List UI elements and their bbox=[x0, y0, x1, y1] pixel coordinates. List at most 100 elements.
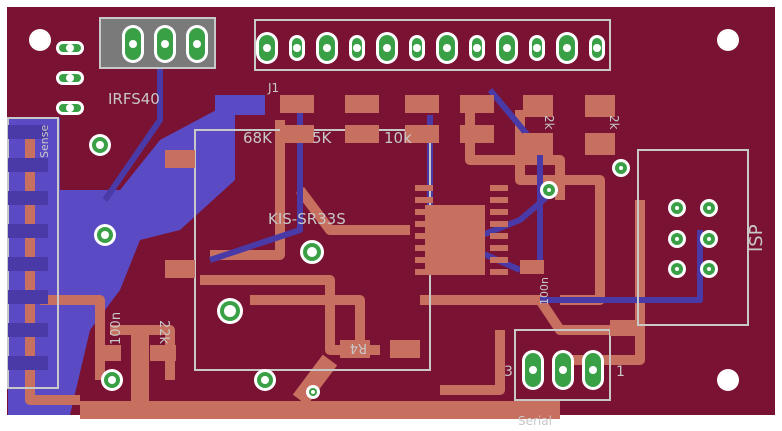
smd-pad bbox=[8, 323, 48, 337]
smd-pad bbox=[490, 221, 508, 227]
smd-pad bbox=[345, 125, 379, 143]
smd-pad bbox=[490, 269, 508, 275]
smd-pad bbox=[8, 290, 48, 304]
pad-icon bbox=[582, 350, 604, 390]
smd-pad-group bbox=[8, 95, 636, 370]
smd-pad bbox=[523, 95, 553, 117]
via-icon bbox=[101, 369, 123, 391]
pad-icon bbox=[56, 71, 84, 85]
smd-pad bbox=[405, 125, 439, 143]
smd-pad bbox=[165, 150, 195, 168]
label-j: J1 bbox=[267, 81, 279, 95]
label-module: KIS-SR33S bbox=[268, 210, 346, 228]
via-icon bbox=[612, 159, 630, 177]
via-icon bbox=[540, 181, 558, 199]
smd-pad bbox=[415, 233, 433, 239]
mount-hole-icon bbox=[717, 369, 739, 391]
pad-icon bbox=[349, 35, 365, 61]
mount-hole-icon bbox=[29, 29, 51, 51]
via-icon bbox=[217, 298, 243, 324]
pad-icon bbox=[56, 101, 84, 115]
via-icon bbox=[668, 230, 686, 248]
smd-pad bbox=[8, 356, 48, 370]
label-r-5k: 5K bbox=[312, 129, 333, 147]
pad-icon bbox=[589, 35, 605, 61]
via-icon bbox=[89, 134, 111, 156]
smd-pad bbox=[405, 95, 439, 113]
via-icon bbox=[668, 199, 686, 217]
via-icon bbox=[254, 369, 276, 391]
pad-icon bbox=[409, 35, 425, 61]
smd-pad bbox=[415, 197, 433, 203]
smd-pad bbox=[8, 224, 48, 238]
label-sense: Sense bbox=[38, 125, 51, 158]
label-r4: R4 bbox=[350, 340, 367, 355]
via-icon bbox=[306, 385, 320, 399]
smd-pad bbox=[523, 133, 553, 155]
via-icon bbox=[700, 199, 718, 217]
label-c-100n-b: 100n bbox=[538, 277, 551, 305]
via-icon bbox=[668, 260, 686, 278]
top-layer-wide-traces bbox=[80, 330, 560, 419]
smd-pad bbox=[95, 345, 121, 361]
smd-pad bbox=[280, 95, 314, 113]
pad-icon bbox=[186, 25, 208, 63]
via-icon bbox=[94, 224, 116, 246]
smd-pad bbox=[460, 125, 494, 143]
label-serial: Serial bbox=[518, 414, 552, 428]
pad-icon bbox=[522, 350, 544, 390]
smd-pad bbox=[585, 133, 615, 155]
smd-pad bbox=[490, 209, 508, 215]
smd-pad bbox=[8, 158, 48, 172]
bottom-copper-pour bbox=[8, 95, 265, 415]
pad-icon bbox=[556, 32, 578, 64]
smd-pad bbox=[280, 125, 314, 143]
smd-pad bbox=[390, 340, 420, 358]
via-icon bbox=[700, 260, 718, 278]
pad-icon bbox=[316, 32, 338, 64]
smd-pad bbox=[490, 197, 508, 203]
label-serial-pin1: 1 bbox=[616, 364, 625, 380]
smd-pad bbox=[490, 257, 508, 263]
label-serial-pin3: 3 bbox=[504, 364, 513, 380]
label-r-68k: 68K bbox=[243, 129, 273, 147]
smd-pad bbox=[490, 245, 508, 251]
label-isp: ISP bbox=[746, 224, 767, 252]
pad-group bbox=[56, 25, 718, 399]
smd-pad bbox=[585, 95, 615, 117]
via-icon bbox=[700, 230, 718, 248]
smd-pad bbox=[415, 257, 433, 263]
label-r-a: 2k bbox=[542, 115, 556, 130]
pad-icon bbox=[56, 41, 84, 55]
smd-pad bbox=[415, 221, 433, 227]
pad-icon bbox=[436, 32, 458, 64]
pad-icon bbox=[552, 350, 574, 390]
via-icon bbox=[300, 240, 324, 264]
smd-pad bbox=[520, 260, 544, 274]
mount-holes bbox=[29, 29, 739, 391]
smd-pad bbox=[150, 345, 176, 361]
pad-icon bbox=[529, 35, 545, 61]
label-r-22k: 22k bbox=[156, 320, 171, 345]
smd-pad bbox=[340, 340, 370, 358]
smd-pad bbox=[490, 185, 508, 191]
smd-pad bbox=[345, 95, 379, 113]
smd-pad bbox=[610, 320, 636, 336]
label-r-10k: 10k bbox=[384, 129, 412, 147]
pad-icon bbox=[289, 35, 305, 61]
mount-hole-icon bbox=[717, 29, 739, 51]
pad-icon bbox=[122, 25, 144, 63]
smd-pad bbox=[415, 209, 433, 215]
label-c-100n: 100n bbox=[109, 312, 124, 345]
smd-pad bbox=[460, 95, 494, 113]
pad-icon bbox=[154, 25, 176, 63]
smd-pad bbox=[415, 269, 433, 275]
smd-pad bbox=[425, 205, 485, 275]
pad-icon bbox=[496, 32, 518, 64]
label-q1: IRFS40 bbox=[108, 90, 160, 108]
smd-pad bbox=[8, 257, 48, 271]
smd-pad bbox=[8, 191, 48, 205]
smd-pad bbox=[165, 260, 195, 278]
pad-icon bbox=[469, 35, 485, 61]
